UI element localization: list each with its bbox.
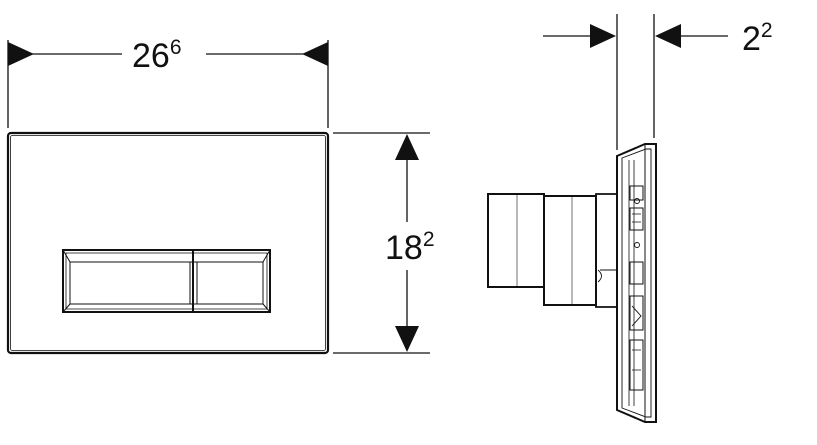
- width-arrowhead-right: [302, 42, 328, 66]
- depth-arrowhead-right: [655, 24, 681, 48]
- spacer-block: [595, 193, 618, 308]
- depth-arrowhead-left: [590, 24, 616, 48]
- side-view: 22: [487, 14, 773, 423]
- actuator-rods: [487, 193, 597, 306]
- rod-inner: [543, 195, 597, 306]
- width-dimension-label: 266: [132, 36, 182, 75]
- height-arrowhead-top: [395, 134, 419, 160]
- depth-dimension-label: 22: [742, 19, 773, 58]
- flush-plate-inner-edge: [10, 135, 326, 351]
- height-dimension-label: 182: [385, 228, 435, 267]
- front-view: 266 182: [6, 36, 435, 355]
- small-flush-button: [196, 261, 264, 305]
- flush-plate-outline: [6, 131, 330, 355]
- height-arrowhead-bottom: [395, 326, 419, 352]
- rod-outer: [487, 193, 545, 288]
- actuator-mechanism: [629, 185, 644, 391]
- plate-profile: [616, 143, 657, 423]
- large-flush-button: [69, 261, 191, 305]
- flush-buttons: [62, 249, 271, 313]
- width-arrowhead-left: [8, 42, 34, 66]
